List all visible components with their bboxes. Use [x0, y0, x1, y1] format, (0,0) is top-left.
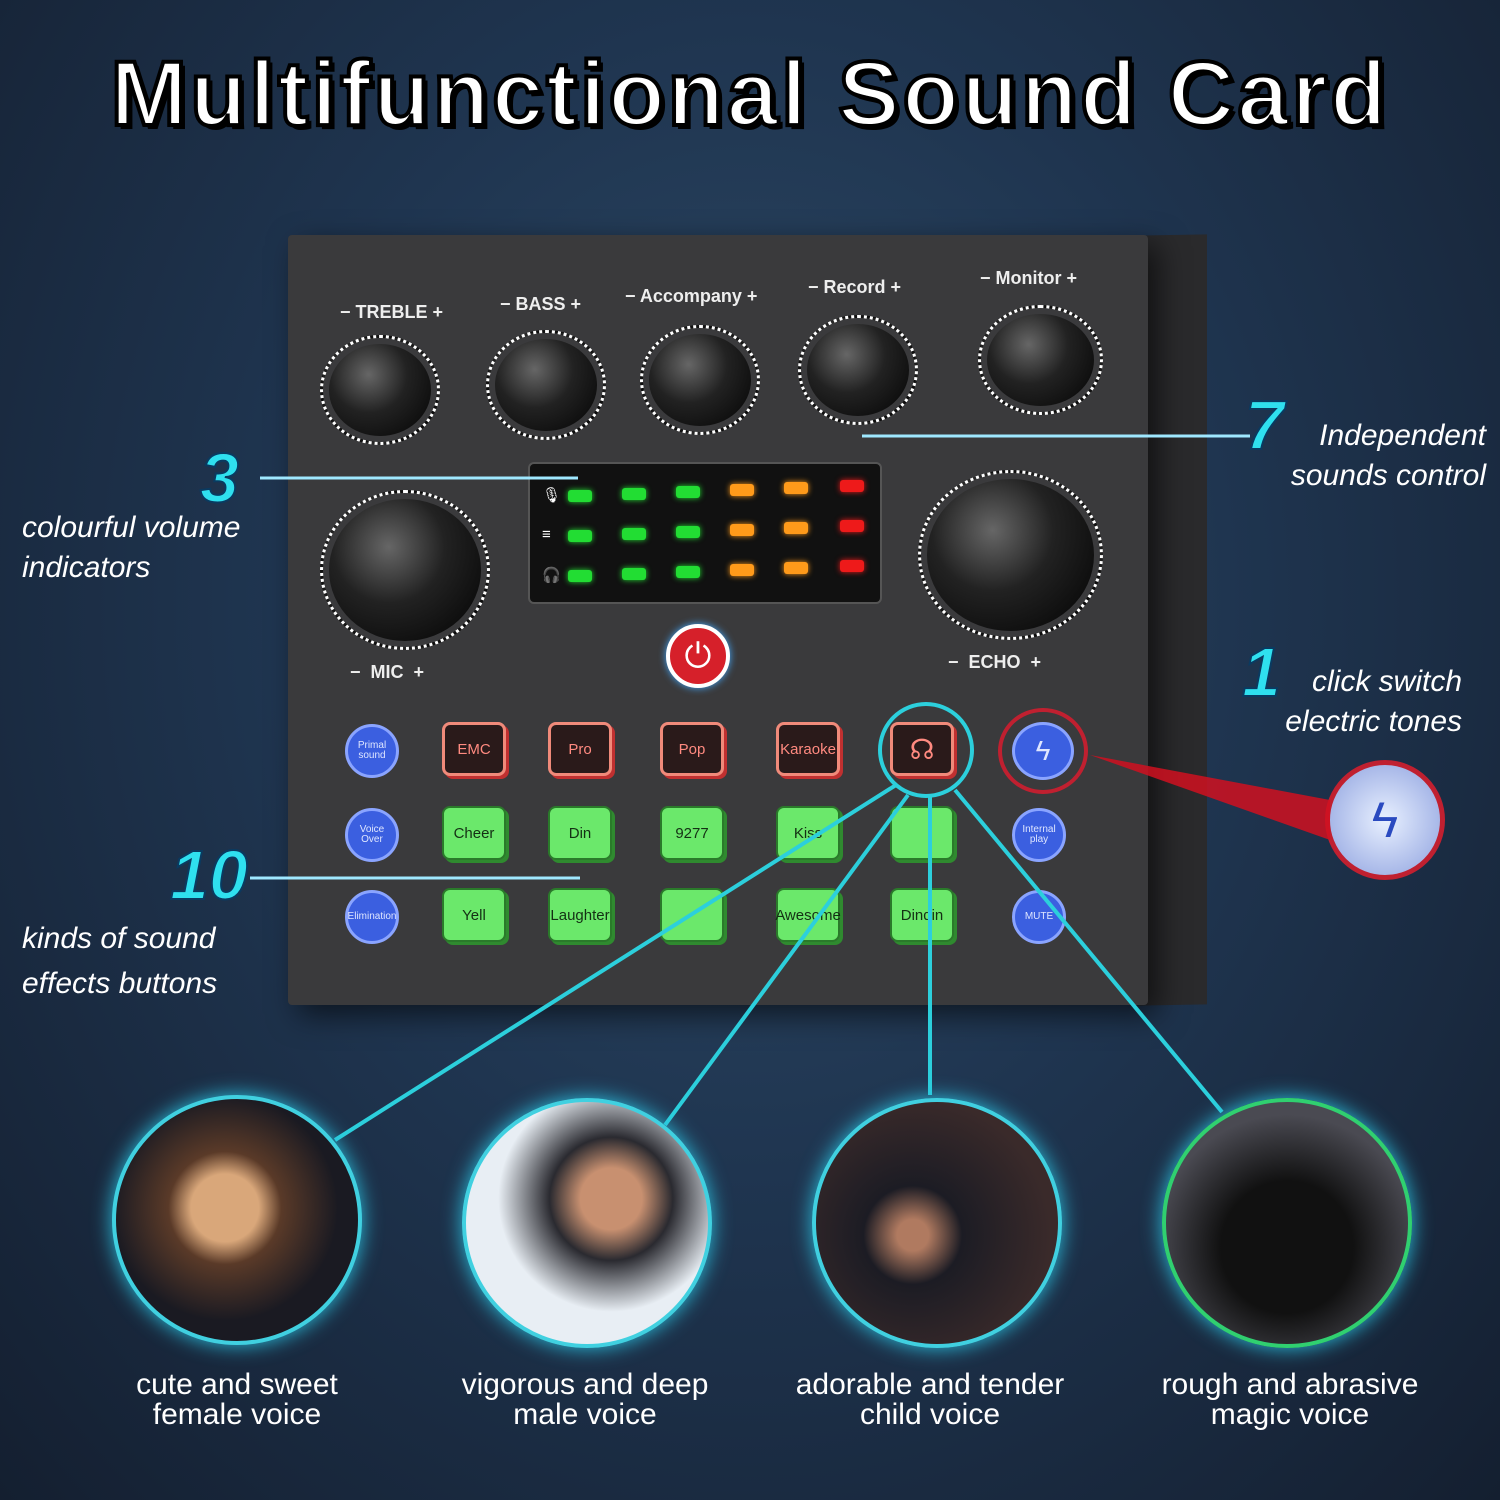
sound-effect-button[interactable]: Karaoke [776, 722, 840, 776]
mic-knob[interactable] [320, 490, 490, 650]
child-voice-photo [812, 1098, 1062, 1348]
volume-led [568, 570, 592, 582]
sound-effect-button[interactable]: 9277 [660, 806, 724, 860]
internal-play-button[interactable]: Internal play [1012, 808, 1066, 862]
male-voice-photo [462, 1098, 712, 1348]
sound-effect-button[interactable]: Pop [660, 722, 724, 776]
sound-effect-button[interactable]: Yell [442, 888, 506, 942]
caption-line: rough and abrasive [1161, 1368, 1419, 1401]
mode-button[interactable]: Voice Over [345, 808, 399, 862]
caption-line: female voice [152, 1398, 322, 1431]
caption-line: vigorous and deep [461, 1368, 709, 1401]
echo-knob[interactable] [918, 470, 1103, 640]
sound-effect-button[interactable]: Din [548, 806, 612, 860]
volume-led [730, 484, 754, 496]
link-male [663, 793, 910, 1127]
sound-effect-button[interactable]: Dindin [890, 888, 954, 942]
callout-1-number: 1 [1241, 632, 1282, 712]
sound-effect-button[interactable]: Kiss [776, 806, 840, 860]
volume-led [622, 488, 646, 500]
callout-3-number: 3 [199, 438, 240, 518]
caption-line: magic voice [1210, 1398, 1370, 1431]
mic-icon: 🎙 [542, 487, 562, 504]
accompany-label: − Accompany + [625, 286, 758, 306]
accompany-icon: ≡ [542, 526, 551, 543]
volume-led [568, 530, 592, 542]
echo-label: − ECHO + [948, 652, 1042, 672]
volume-led [840, 560, 864, 572]
volume-led [730, 524, 754, 536]
accompany-knob[interactable] [640, 325, 760, 435]
volume-led [676, 526, 700, 538]
sound-effect-button[interactable]: Pro [548, 722, 612, 776]
treble-knob[interactable] [320, 335, 440, 445]
magic-voice-photo [1162, 1098, 1412, 1348]
sound-effect-button[interactable] [890, 806, 954, 860]
sound-effect-button[interactable]: Laughter [548, 888, 612, 942]
headphone-icon: 🎧 [542, 567, 561, 584]
volume-led [784, 562, 808, 574]
power-button[interactable]: ⏻ [666, 624, 730, 688]
mute-button[interactable]: MUTE [1012, 890, 1066, 944]
caption-line: cute and sweet [136, 1368, 338, 1401]
treble-label: − TREBLE + [340, 302, 444, 322]
volume-led [730, 564, 754, 576]
volume-led [784, 522, 808, 534]
volume-led [622, 528, 646, 540]
callout-7-number: 7 [1244, 385, 1285, 465]
record-label: − Record + [808, 277, 902, 297]
zoom-beam [1090, 755, 1330, 840]
sound-effect-button[interactable]: Cheer [442, 806, 506, 860]
mic-label: − MIC + [350, 662, 425, 682]
power-icon: ⏻ [684, 636, 712, 675]
volume-led [784, 482, 808, 494]
female-voice-photo [112, 1095, 362, 1345]
voice-changer-highlight [878, 702, 974, 798]
lightning-icon: ϟ [1035, 735, 1051, 767]
record-knob[interactable] [798, 315, 918, 425]
bass-label: − BASS + [500, 294, 582, 314]
mode-button[interactable]: Elimination [345, 890, 399, 944]
bass-knob[interactable] [486, 330, 606, 440]
monitor-label: − Monitor + [980, 268, 1078, 288]
link-magic [953, 788, 1224, 1114]
monitor-knob[interactable] [978, 305, 1103, 415]
link-female [333, 783, 898, 1142]
mode-button[interactable]: Primal sound [345, 724, 399, 778]
volume-led [840, 520, 864, 532]
lightning-icon: ϟ [1371, 792, 1399, 848]
page-title: Multifunctional Sound Card [109, 41, 1390, 147]
volume-led [676, 566, 700, 578]
volume-led [568, 490, 592, 502]
caption-line: child voice [859, 1398, 1001, 1431]
volume-led [676, 486, 700, 498]
voice-changer-button[interactable]: ☊ [890, 722, 954, 776]
volume-led [840, 480, 864, 492]
caption-line: adorable and tender [795, 1368, 1065, 1401]
voice-changer-icon: ☊ [909, 733, 935, 765]
volume-led [622, 568, 646, 580]
volume-indicator-panel: 🎙 ≡ 🎧 [528, 462, 882, 604]
callout-10-number: 10 [169, 835, 249, 915]
caption-line: male voice [513, 1398, 657, 1431]
sound-effect-button[interactable]: EMC [442, 722, 506, 776]
electric-tone-button[interactable]: ϟ [998, 708, 1088, 794]
